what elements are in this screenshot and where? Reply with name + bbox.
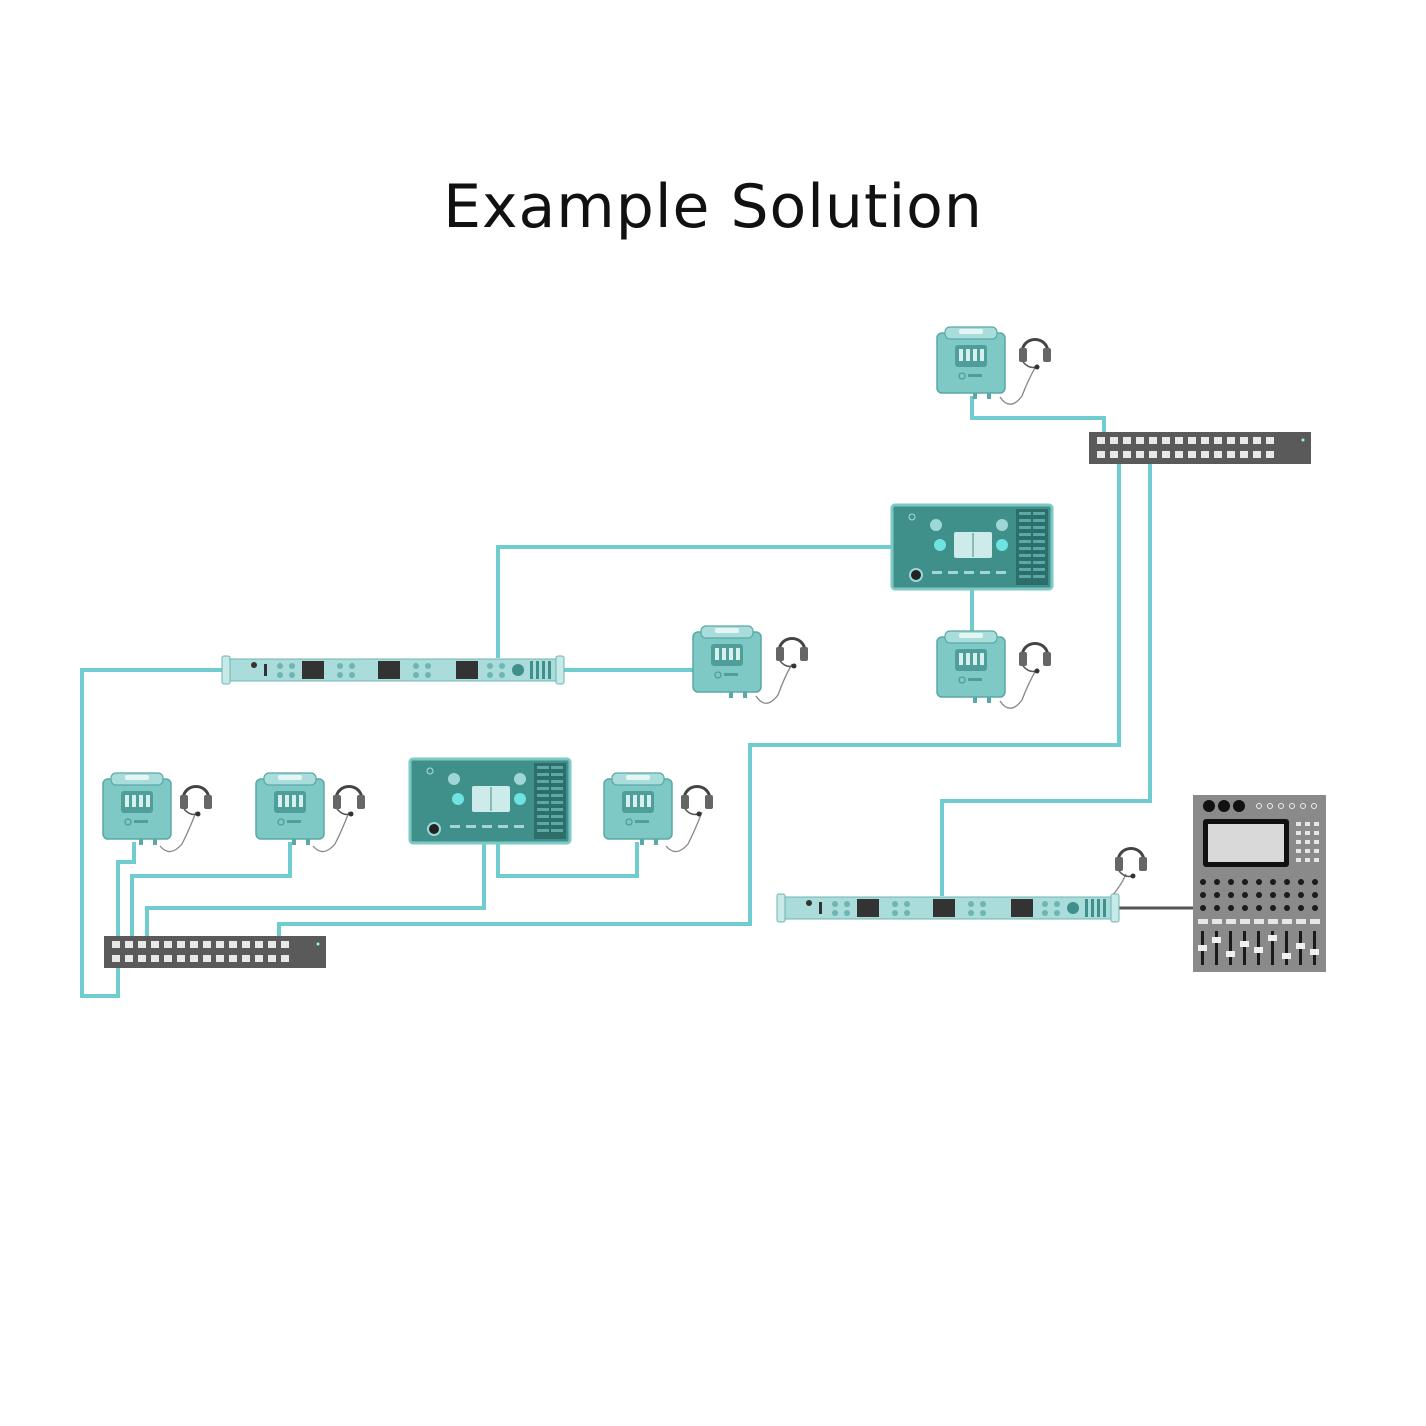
network-switch-icon [1089, 432, 1311, 464]
cable-wall-station-to-left-rack [496, 545, 893, 658]
headset-icon [1017, 338, 1053, 371]
cable-top-switch-to-right-rack [940, 456, 1152, 896]
headset-icon [1113, 847, 1149, 880]
cable-top-switch-to-bottom-switch [277, 456, 1121, 941]
beltpack-icon [102, 772, 172, 846]
beltpack-icon [692, 625, 762, 699]
beltpack-icon [936, 630, 1006, 704]
rack-interface-icon [776, 893, 1120, 923]
headset-icon [1017, 642, 1053, 675]
rack-interface-icon [221, 655, 565, 685]
cable-left-rack-to-bottom-switch [80, 668, 228, 998]
cables [80, 396, 1194, 998]
beltpack-icon [255, 772, 325, 846]
beltpack-icon [603, 772, 673, 846]
cable-beltpack-2-to-switch [130, 842, 292, 941]
cable-wall-station-2-to-beltpack-3 [496, 842, 639, 878]
cable-top-beltpack-to-top-switch [970, 396, 1106, 440]
headset-icon [679, 785, 715, 818]
cable-wall-station-2-to-switch [145, 843, 486, 941]
audio-mixer-icon [1193, 795, 1326, 972]
network-switch-icon [104, 936, 326, 968]
beltpack-icon [936, 326, 1006, 400]
wall-station-icon [890, 503, 1054, 591]
page-title: Example Solution [443, 172, 983, 242]
cable-beltpack-1-to-switch [116, 842, 136, 941]
wall-station-icon [408, 757, 572, 845]
